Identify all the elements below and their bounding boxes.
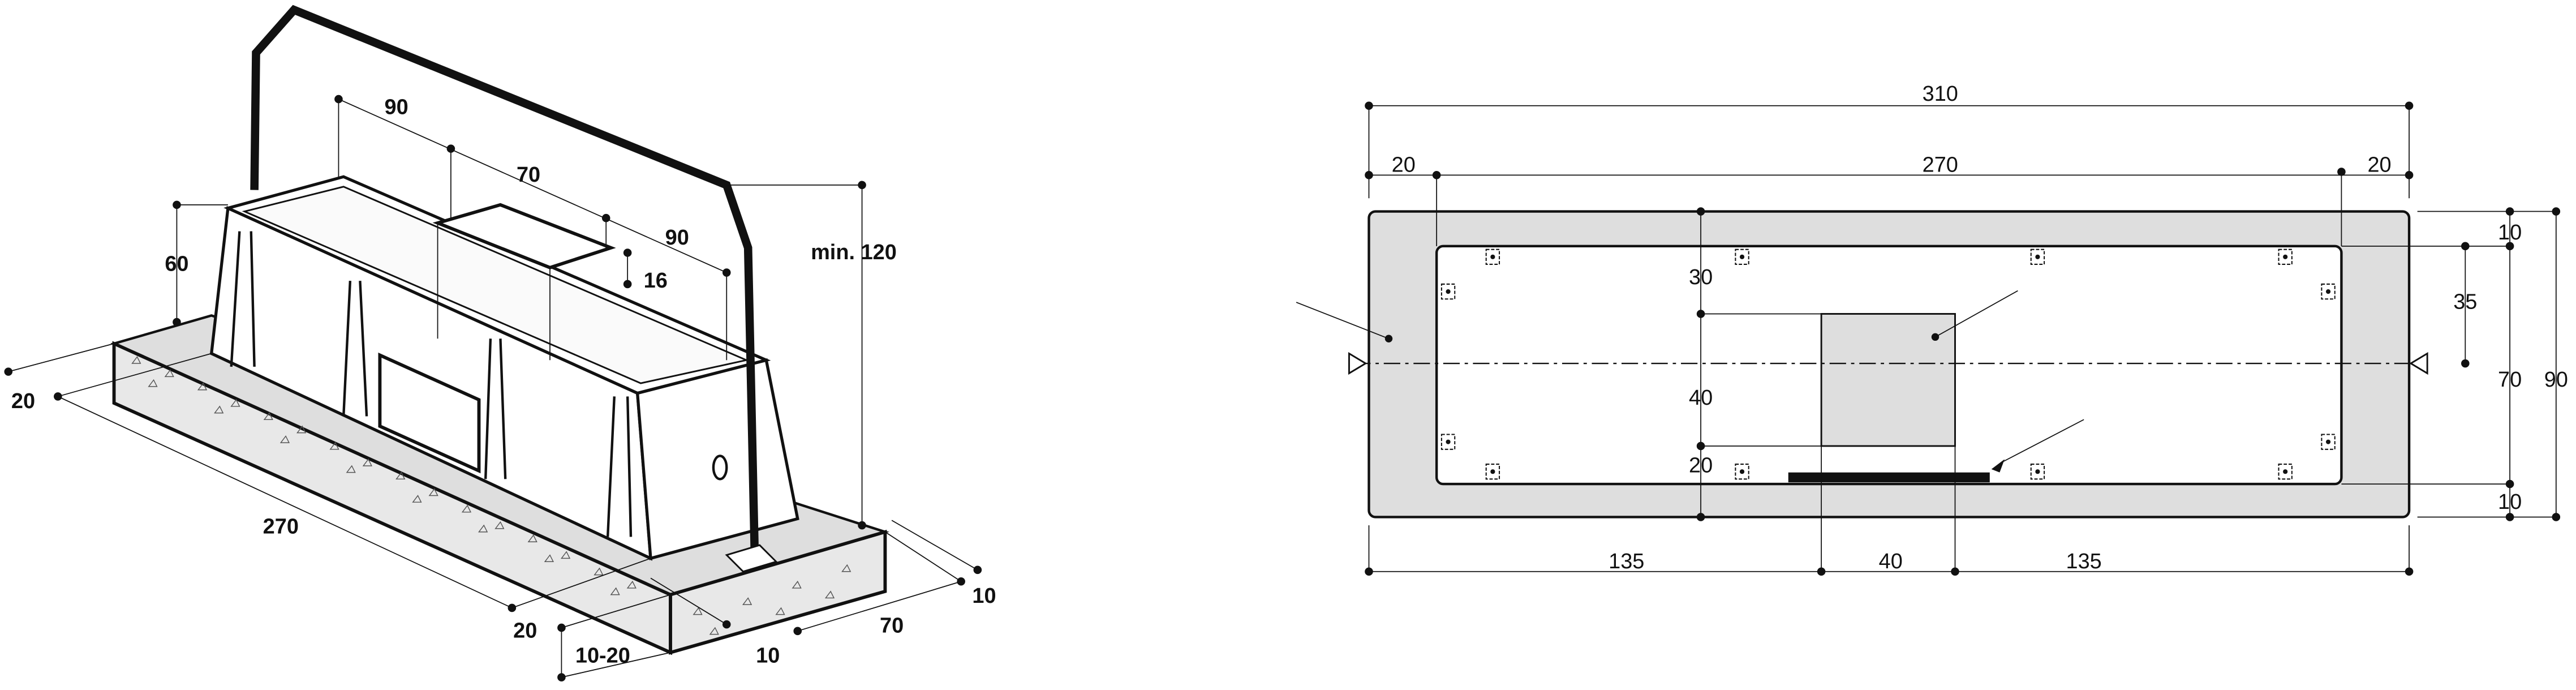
trough-ribs xyxy=(230,231,633,537)
dim-base-margin-back: 10 xyxy=(972,584,996,608)
leader-lines xyxy=(1296,290,2084,463)
iso-dimension-labels: 90 70 90 16 60 min. 120 20 270 20 10-20 … xyxy=(11,95,996,667)
dim-top-offset: 30 xyxy=(1689,265,1713,289)
plan-view: 310 20 270 20 30 40 20 35 70 90 10 10 13… xyxy=(1296,82,2568,576)
drain-bar xyxy=(1788,472,1990,483)
dim-base-margin-front: 20 xyxy=(513,619,537,642)
dim-half-width: 35 xyxy=(2453,290,2477,314)
dim-trough-length: 270 xyxy=(263,515,299,539)
dim-right-span: 135 xyxy=(2066,550,2102,573)
section-marker-right xyxy=(2409,352,2428,375)
dim-lid-left: 90 xyxy=(384,95,408,119)
dim-trough-width: 70 xyxy=(880,614,904,638)
dim-margin-bottom: 10 xyxy=(2498,490,2522,514)
dim-total-length: 310 xyxy=(1923,82,1958,106)
leader-arrow xyxy=(1991,459,2005,473)
drain-hole xyxy=(712,455,728,481)
plan-dimension-dots xyxy=(1365,101,2561,576)
plan-dimension-lines xyxy=(1368,105,2557,575)
dim-margin-top: 10 xyxy=(2498,221,2522,245)
overhead-bar xyxy=(250,5,759,554)
anchor-dots xyxy=(1446,254,2331,474)
dim-box-depth: 40 xyxy=(1689,386,1713,410)
dim-base-margin-side: 10 xyxy=(756,644,780,667)
section-marker-left xyxy=(1348,352,1367,375)
iso-dimension-lines xyxy=(8,98,978,678)
dim-left-span: 135 xyxy=(1609,550,1644,573)
dim-inner-length: 270 xyxy=(1923,153,1958,177)
inspection-hatch-plate xyxy=(378,352,481,474)
dim-base-margin-left: 20 xyxy=(11,389,35,413)
concrete-texture xyxy=(131,355,852,635)
inspection-hatch xyxy=(0,0,2,2)
dim-trough-height: 60 xyxy=(165,252,188,276)
dim-lid-height: 16 xyxy=(644,269,668,293)
bar-anchor-plate xyxy=(725,544,778,573)
dim-base-thickness: 10-20 xyxy=(575,644,630,667)
plan-dimension-labels: 310 20 270 20 30 40 20 35 70 90 10 10 13… xyxy=(1392,82,2568,573)
isometric-view: 90 70 90 16 60 min. 120 20 270 20 10-20 … xyxy=(0,0,996,682)
iso-dimension-dots xyxy=(4,95,982,682)
dim-lid-width: 70 xyxy=(517,163,540,187)
dim-inner-width: 70 xyxy=(2498,368,2522,392)
dim-margin-left: 20 xyxy=(1392,153,1416,177)
dim-total-width: 90 xyxy=(2544,368,2568,392)
dim-lid-right: 90 xyxy=(665,226,689,250)
dim-margin-right: 20 xyxy=(2367,153,2391,177)
dim-box-width: 40 xyxy=(1879,550,1903,573)
dim-bottom-offset: 20 xyxy=(1689,454,1713,478)
dim-bar-height: min. 120 xyxy=(811,241,897,264)
lid-box xyxy=(432,203,616,269)
